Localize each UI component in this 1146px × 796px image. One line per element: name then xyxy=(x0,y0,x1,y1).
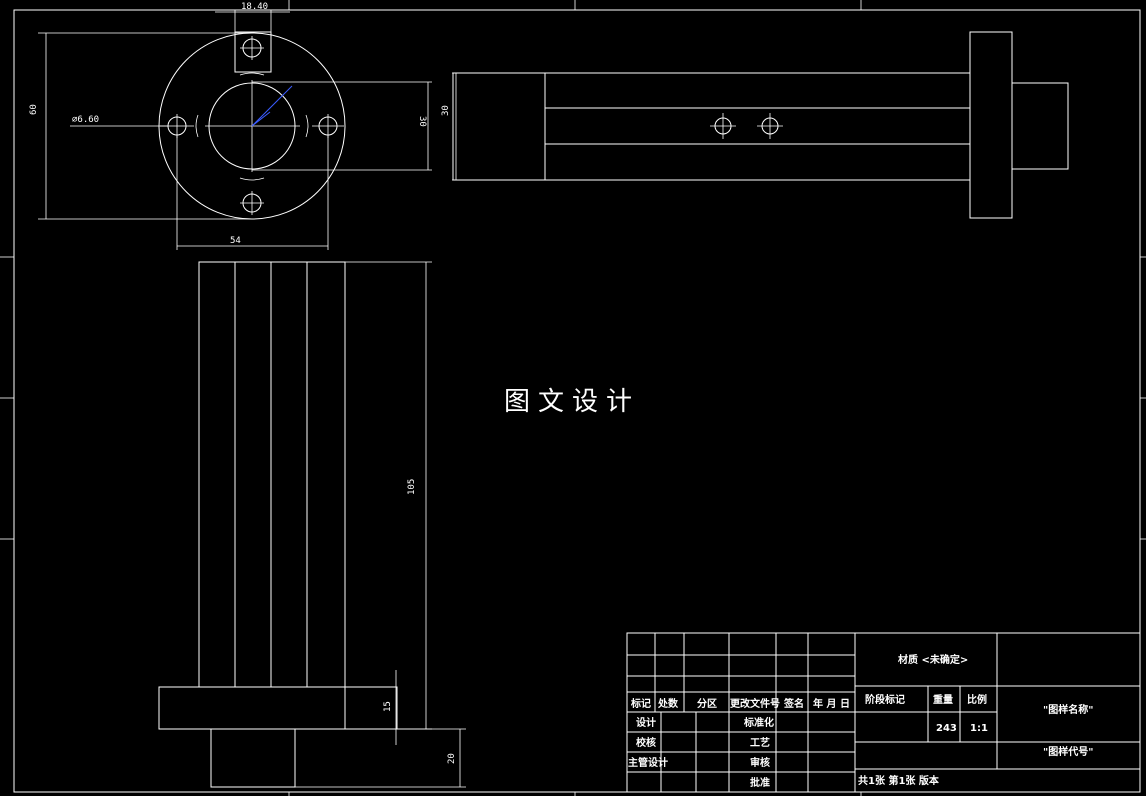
dim-side-height: 30 xyxy=(441,105,451,116)
tb-header-4: 签名 xyxy=(783,697,804,710)
bolt-hole-bottom xyxy=(240,191,264,215)
tb-row-2-left: 主管设计 xyxy=(628,756,668,769)
top-view: 18.40 ∅6.60 60 30 54 xyxy=(29,2,432,250)
tb-row-1-mid: 工艺 xyxy=(750,736,770,749)
tb-stage-label: 阶段标记 xyxy=(865,693,905,706)
sheet-border xyxy=(13,9,1141,793)
side-body xyxy=(544,72,971,181)
tb-scale-label: 比例 xyxy=(967,693,987,706)
top-tab xyxy=(234,31,272,73)
dim-top-width: 18.40 xyxy=(241,2,268,12)
side-boss xyxy=(1011,82,1069,170)
tb-drawing-name: "图样名称" xyxy=(1043,703,1093,716)
tb-header-5: 年 月 日 xyxy=(813,697,850,710)
side-hole-1 xyxy=(710,113,736,139)
side-left-block xyxy=(452,72,546,181)
dim-outer-height: 60 xyxy=(29,104,39,115)
bolt-hole-top xyxy=(240,36,264,60)
side-hole-2 xyxy=(757,113,783,139)
dim-base-width: 54 xyxy=(230,236,241,246)
dim-base-thickness: 20 xyxy=(447,753,457,764)
dim-flange-thickness: 15 xyxy=(383,701,393,712)
tb-row-1-left: 校核 xyxy=(636,736,656,749)
side-flange xyxy=(969,31,1013,219)
front-view: 105 15 20 xyxy=(158,261,466,788)
dim-inner-height: 30 xyxy=(417,116,427,127)
tb-row-3-mid: 批准 xyxy=(750,776,770,789)
side-view: 30 xyxy=(441,31,1069,219)
tb-weight-value: 243 xyxy=(936,723,957,734)
tb-material: 材质 <未确定> xyxy=(898,653,968,666)
tb-row-0-left: 设计 xyxy=(636,716,656,729)
tb-row-0-mid: 标准化 xyxy=(743,716,774,729)
tb-header-1: 处数 xyxy=(657,697,679,710)
column-base xyxy=(210,728,296,788)
tb-drawing-code: "图样代号" xyxy=(1043,745,1093,758)
column-flange xyxy=(158,686,346,730)
tb-header-2: 分区 xyxy=(697,697,717,710)
watermark-text: 图文设计 xyxy=(504,387,640,417)
tb-header-0: 标记 xyxy=(630,697,651,710)
column-body xyxy=(198,261,346,688)
title-block: 材质 <未确定> 标记 处数 分区 更改文件号 签名 年 月 日 设计 标准化 … xyxy=(626,632,1141,793)
tb-scale-value: 1:1 xyxy=(970,723,988,734)
tb-row-2-mid: 审核 xyxy=(750,756,770,769)
tb-weight-label: 重量 xyxy=(933,693,953,706)
dim-column-length: 105 xyxy=(407,479,417,495)
tb-sheet-info: 共1张 第1张 版本 xyxy=(858,774,940,787)
dim-hole-diameter: ∅6.60 xyxy=(72,115,99,125)
bolt-hole-right xyxy=(312,114,344,138)
tb-header-3: 更改文件号 xyxy=(730,697,780,710)
